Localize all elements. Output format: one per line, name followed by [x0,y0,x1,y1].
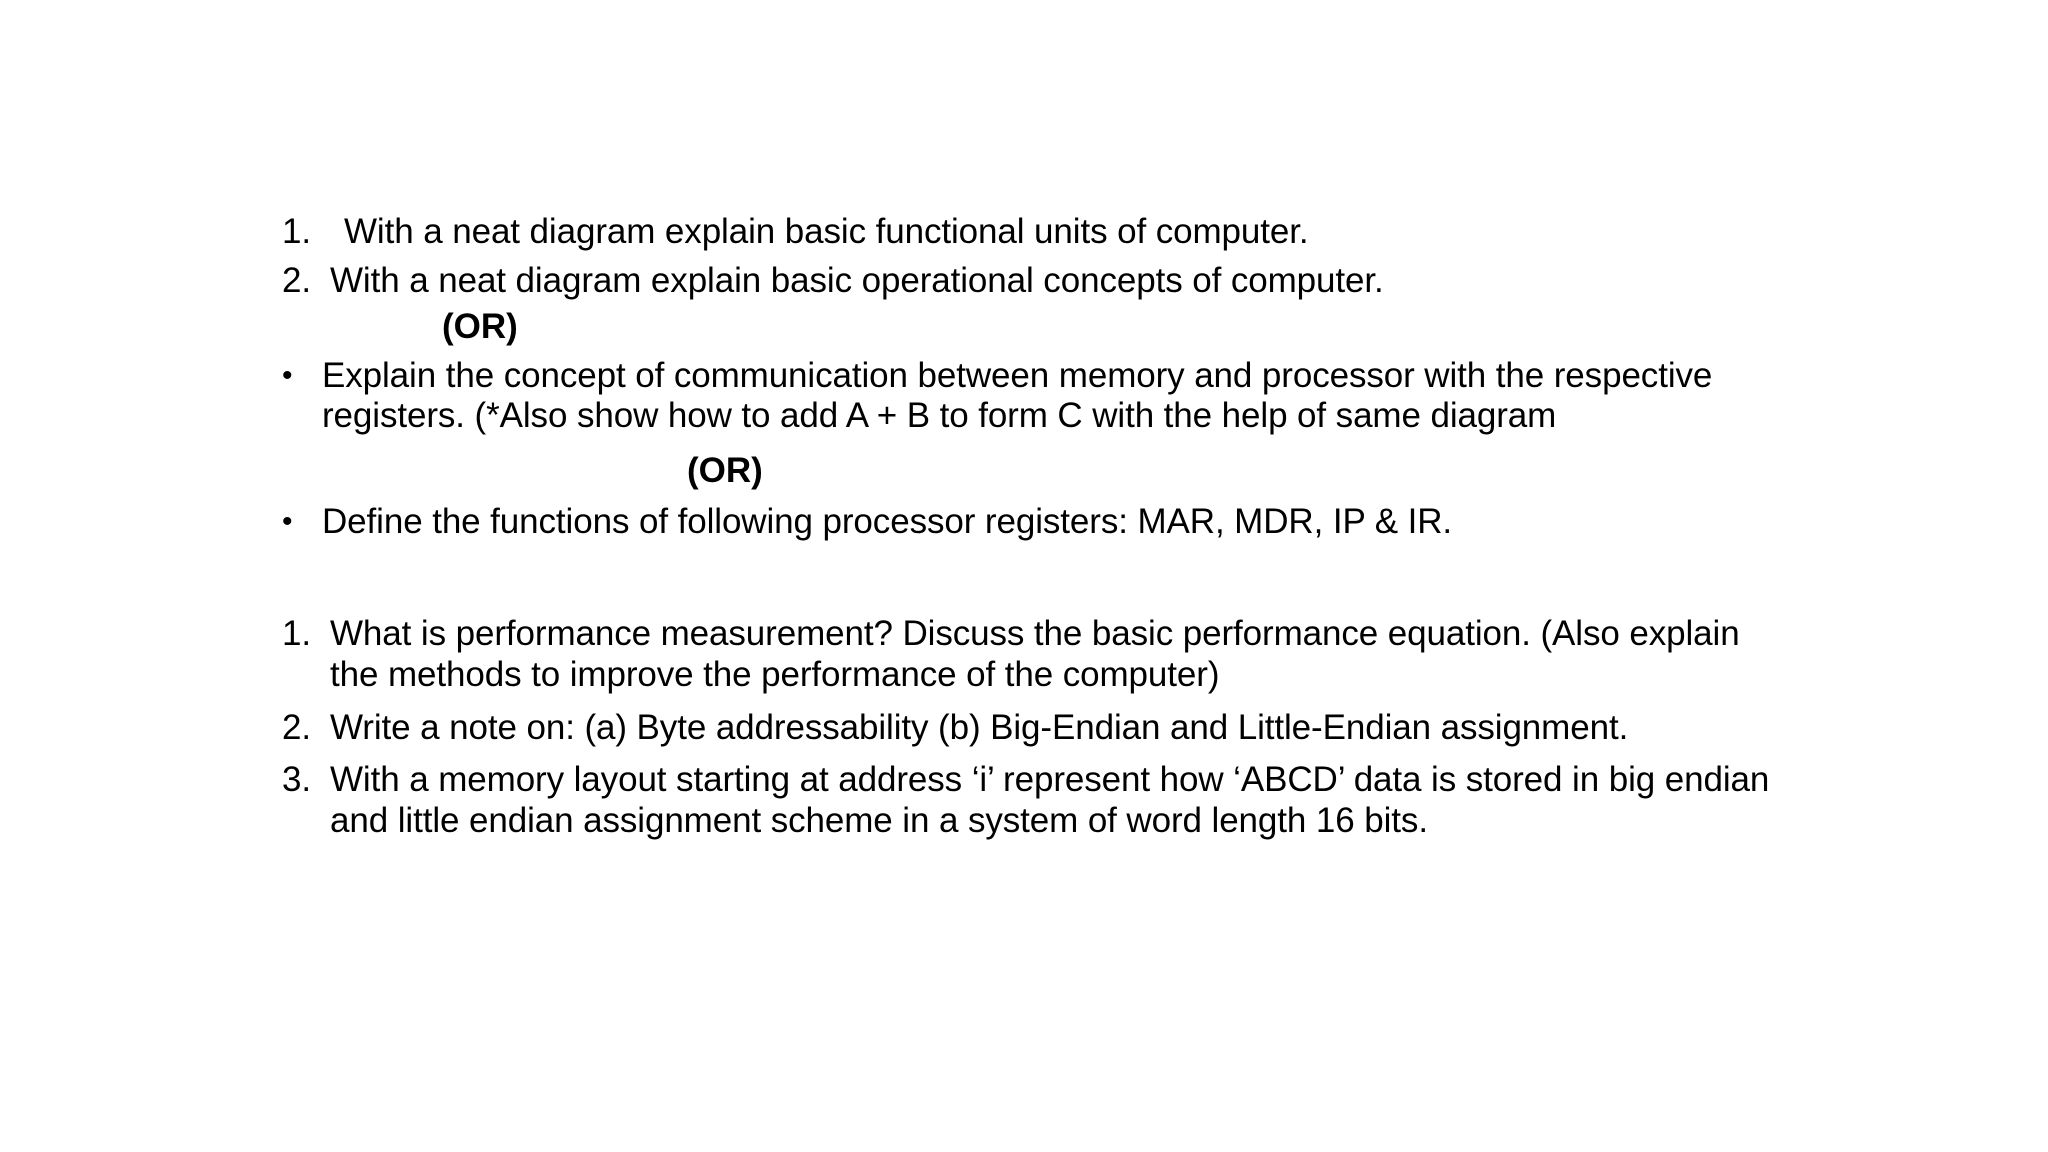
list-item-text: With a neat diagram explain basic operat… [330,260,1384,300]
list-item: • Explain the concept of communication b… [282,356,1792,437]
list-item: 2. With a neat diagram explain basic ope… [282,261,1792,302]
list-item-marker: 1. [282,614,311,654]
section-spacer [282,542,1792,614]
bullet-icon: • [282,504,293,538]
slide-content-body: 1. With a neat diagram explain basic fun… [282,212,1792,841]
list-item-marker: 2. [282,260,311,300]
list-item-text: What is performance measurement? Discuss… [330,614,1740,694]
list-item: • Define the functions of following proc… [282,502,1792,543]
list-item-marker: 1. [282,212,311,251]
list-item-text: With a memory layout starting at address… [330,760,1770,840]
list-item: 3. With a memory layout starting at addr… [282,760,1792,841]
list-item-marker: 3. [282,760,311,800]
list-item: 2. Write a note on: (a) Byte addressabil… [282,708,1792,749]
list-item-text: Define the functions of following proces… [322,501,1452,541]
list-item-text: With a neat diagram explain basic functi… [344,212,1309,251]
list-item-text: Write a note on: (a) Byte addressability… [330,707,1629,747]
list-item-marker: 2. [282,707,311,747]
list-item: 1. What is performance measurement? Disc… [282,614,1792,695]
bullet-icon: • [282,358,293,392]
list-item-text: Explain the concept of communication bet… [322,355,1713,436]
list-item: 1. With a neat diagram explain basic fun… [282,212,1792,253]
or-separator-second: (OR) [687,450,763,490]
or-separator-first: (OR) [442,307,518,347]
